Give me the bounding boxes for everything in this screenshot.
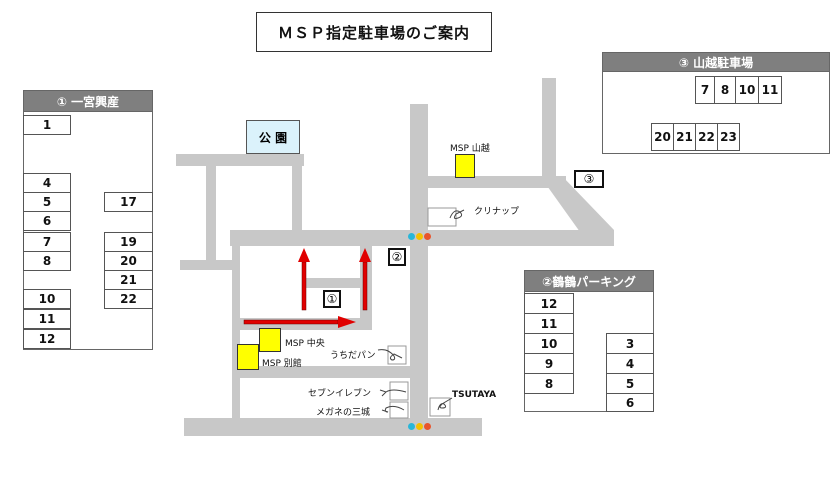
lot-tsurutsuru: ②鶴鶴パーキング 12 11 10 9 8 3 4 5 6 (524, 270, 654, 412)
signal-red-icon (424, 233, 431, 240)
msp-chuo-label: MSP 中央 (285, 339, 325, 349)
lot-tsurutsuru-header: ②鶴鶴パーキング (524, 270, 654, 292)
msp-bekkan-building (237, 344, 259, 370)
msp-chuo-building (259, 328, 281, 352)
uchida-pointer (377, 349, 403, 361)
lot1-space: 10 (23, 289, 71, 309)
megane-label: メガネの三城 (316, 408, 371, 418)
uchida-label: うちだパン (330, 351, 376, 361)
page-title: ＭＳＰ指定駐車場のご案内 (256, 12, 492, 52)
lot2-space: 6 (606, 393, 654, 412)
lot1-space: 5 (23, 192, 71, 212)
marker-2: ② (388, 248, 406, 266)
seven-building (389, 381, 409, 401)
tsutaya-label: TSUTAYA (452, 390, 497, 400)
arrow-up-right-head (359, 248, 371, 262)
lot1-space: 7 (23, 232, 71, 252)
tsutaya-pointer (437, 397, 453, 411)
lot3-space: 21 (673, 123, 696, 151)
lot-yamakoshi: ③ 山越駐車場 7 8 10 11 20 21 22 23 (602, 52, 830, 154)
road-park-right (292, 154, 302, 232)
lot1-space: 8 (23, 251, 71, 271)
lot2-space: 9 (524, 353, 574, 374)
megane-building (389, 401, 409, 419)
lot1-space: 12 (23, 329, 71, 349)
signal-blue-icon (408, 233, 415, 240)
lot1-space: 6 (23, 211, 71, 231)
lot1-space: 19 (104, 232, 153, 252)
arrow-up-left-shaft (301, 261, 307, 311)
lot2-space: 10 (524, 333, 574, 354)
lot3-space: 23 (717, 123, 740, 151)
lot-ichinomiya-header: ① 一宮興産 (23, 90, 153, 112)
lot3-space: 8 (714, 76, 736, 104)
road-bottom (184, 418, 482, 436)
lot1-space: 20 (104, 251, 153, 271)
road-west-stub (180, 260, 232, 270)
road-lower-horizontal (234, 366, 412, 378)
road-inner-horizontal (302, 278, 360, 288)
clinap-building (427, 207, 457, 227)
marker-3: ③ (574, 170, 604, 188)
lot3-space: 11 (758, 76, 782, 104)
arrow-right-shaft (243, 319, 339, 325)
lot1-space: 17 (104, 192, 153, 212)
lot-ichinomiya: ① 一宮興産 1 4 5 6 7 8 10 11 12 17 19 20 21 … (23, 90, 153, 350)
lot3-space: 10 (735, 76, 759, 104)
road-park-left (206, 154, 216, 266)
arrow-up-left-head (298, 248, 310, 262)
park-box: 公 園 (246, 120, 300, 154)
lot2-space: 8 (524, 373, 574, 394)
lot1-space: 11 (23, 309, 71, 329)
marker-1: ① (323, 290, 341, 308)
lot2-space: 3 (606, 333, 654, 354)
msp-bekkan-label: MSP 別館 (262, 359, 302, 369)
lot2-space: 11 (524, 313, 574, 334)
msp-yamakoshi-building (455, 154, 475, 178)
lot2-space: 12 (524, 293, 574, 314)
seven-label: セブンイレブン (308, 389, 372, 399)
lot1-space: 21 (104, 270, 153, 290)
lot-yamakoshi-header: ③ 山越駐車場 (602, 52, 830, 72)
landmark-pointers (377, 207, 465, 419)
lot3-space: 7 (695, 76, 715, 104)
arrow-up-right-shaft (362, 261, 368, 311)
seven-pointer (379, 389, 407, 397)
msp-yamakoshi-label: MSP 山越 (450, 144, 490, 154)
lot3-space: 22 (695, 123, 718, 151)
signal-yellow-icon (416, 233, 423, 240)
route-arrows (243, 248, 371, 328)
road-diagonal (540, 176, 614, 246)
megane-pointer (381, 405, 405, 413)
lot2-space: 5 (606, 373, 654, 394)
clinap-label: クリナップ (474, 207, 520, 217)
road-main-vertical (410, 104, 428, 434)
clinap-pointer (449, 209, 465, 219)
signal-yellow-icon (416, 423, 423, 430)
road-upper-right (426, 176, 566, 188)
signal-red-icon (424, 423, 431, 430)
lot1-space: 4 (23, 173, 71, 193)
lot3-space: 20 (651, 123, 674, 151)
arrow-right-head (338, 316, 356, 328)
road-north-right (542, 78, 556, 184)
lot1-space: 1 (23, 115, 71, 135)
signal-blue-icon (408, 423, 415, 430)
lot1-space: 22 (104, 289, 153, 309)
lot2-space: 4 (606, 353, 654, 374)
